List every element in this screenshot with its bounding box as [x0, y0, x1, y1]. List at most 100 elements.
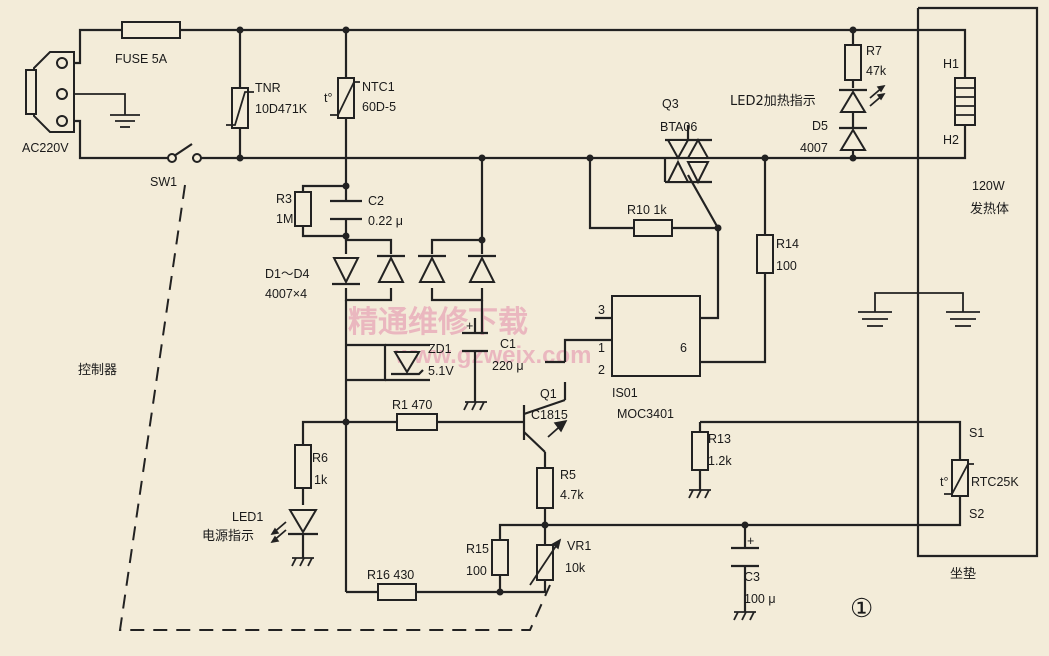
zd1-value: 5.1V: [428, 364, 454, 378]
ground-icon: [946, 311, 980, 327]
ntc1-label: NTC1: [362, 80, 395, 94]
diodes-value: 4007×4: [265, 287, 307, 301]
c2-label: C2: [368, 194, 384, 208]
tnr-value: 10D471K: [255, 102, 308, 116]
resistor-r6: [294, 444, 312, 489]
diode-d5: [839, 120, 867, 151]
is01-pin1: 1: [598, 341, 605, 355]
diode-d4: [468, 254, 496, 283]
led1-desc: 电源指示: [202, 529, 254, 544]
figure-number: ①: [850, 594, 873, 624]
watermark: 精通维修下载 www.gzweix.com: [348, 305, 592, 369]
diodes-label: D1～D4: [265, 267, 310, 281]
r7-label: R7: [866, 44, 882, 58]
junctions: [236, 26, 857, 596]
thermistor-ntc1: [330, 77, 360, 119]
sw1-label: SW1: [150, 175, 177, 189]
led2-label: LED2加热指示: [730, 94, 816, 109]
controller-label: 控制器: [78, 363, 117, 378]
heater-power: 120W: [972, 179, 1005, 193]
d5-value: 4007: [800, 141, 828, 155]
diode-d3: [418, 254, 446, 283]
fuse-label: FUSE 5A: [115, 52, 168, 66]
ground-icon: [733, 611, 756, 621]
q1-label: Q1: [540, 387, 557, 401]
diode-d2: [377, 254, 405, 283]
rtc-label: RTC25K: [971, 475, 1019, 489]
rtc-t-symbol: t°: [940, 475, 948, 489]
is01-label: IS01: [612, 386, 638, 400]
optocoupler-is01: [611, 295, 701, 377]
resistor-r13: [691, 431, 709, 471]
cushion-label: 坐垫: [950, 566, 976, 582]
is01-pin6: 6: [680, 341, 687, 355]
switch-sw1: [167, 143, 202, 163]
r13-value: 1.2k: [708, 454, 732, 468]
r15-label: R15: [466, 542, 489, 556]
is01-value: MOC3401: [617, 407, 674, 421]
s2-label: S2: [969, 507, 984, 521]
tnr-label: TNR: [255, 81, 281, 95]
resistor-r14: [756, 234, 774, 274]
c3-value: 100 μ: [744, 592, 776, 606]
r5-value: 4.7k: [560, 488, 584, 502]
triac-q3: [663, 125, 712, 185]
r5-label: R5: [560, 468, 576, 482]
d5-label: D5: [812, 119, 828, 133]
capacitor-c2: [330, 199, 362, 221]
r3-label: R3: [276, 192, 292, 206]
r10-label: R10 1k: [627, 203, 667, 217]
r7-value: 47k: [866, 64, 887, 78]
ntc1-value: 60D-5: [362, 100, 396, 114]
fuse: [121, 21, 181, 39]
r14-label: R14: [776, 237, 799, 251]
transistor-q1: [522, 398, 568, 455]
diode-d1: [332, 257, 360, 286]
h2-label: H2: [943, 133, 959, 147]
led1: [270, 509, 318, 544]
q3-value: BTA06: [660, 120, 697, 134]
c1-plus: +: [466, 319, 473, 333]
watermark-chinese: 精通维修下载: [348, 305, 528, 340]
led2: [839, 84, 886, 120]
heater-element: [954, 77, 976, 126]
resistor-r10: [633, 219, 673, 237]
r16-label: R16 430: [367, 568, 414, 582]
capacitor-c3: [731, 546, 759, 612]
h1-label: H1: [943, 57, 959, 71]
vr1-value: 10k: [565, 561, 586, 575]
ground-icon: [688, 489, 711, 499]
c1-label: C1: [500, 337, 516, 351]
vr1-label: VR1: [567, 539, 591, 553]
cushion-outline: [916, 6, 1039, 558]
controller-boundary: [118, 184, 551, 631]
r13-label: R13: [708, 432, 731, 446]
r3-value: 1M: [276, 212, 293, 226]
r14-value: 100: [776, 259, 797, 273]
r6-value: 1k: [314, 473, 328, 487]
thermistor-rtc25k: [944, 459, 974, 497]
resistor-r16: [377, 583, 417, 601]
ac-socket: [25, 51, 75, 133]
heater-coil: [955, 87, 975, 116]
resistor-r5: [536, 467, 554, 509]
r15-value: 100: [466, 564, 487, 578]
wiring: [74, 28, 967, 594]
c2-value: 0.22 μ: [368, 214, 403, 228]
watermark-url: www.gzweix.com: [394, 342, 592, 369]
is01-pin2: 2: [598, 363, 605, 377]
resistor-r15: [491, 539, 509, 576]
r6-label: R6: [312, 451, 328, 465]
ground-icon: [291, 557, 314, 567]
c3-plus: +: [747, 534, 754, 548]
earth-ground-icon: [110, 114, 140, 128]
is01-pin3: 3: [598, 303, 605, 317]
ground-icon: [463, 401, 487, 411]
capacitor-c1: [462, 331, 488, 353]
heater-name: 发热体: [970, 201, 1009, 217]
ntc1-t-symbol: t°: [324, 91, 332, 105]
q3-label: Q3: [662, 97, 679, 111]
s1-label: S1: [969, 426, 984, 440]
c3-label: C3: [744, 570, 760, 584]
